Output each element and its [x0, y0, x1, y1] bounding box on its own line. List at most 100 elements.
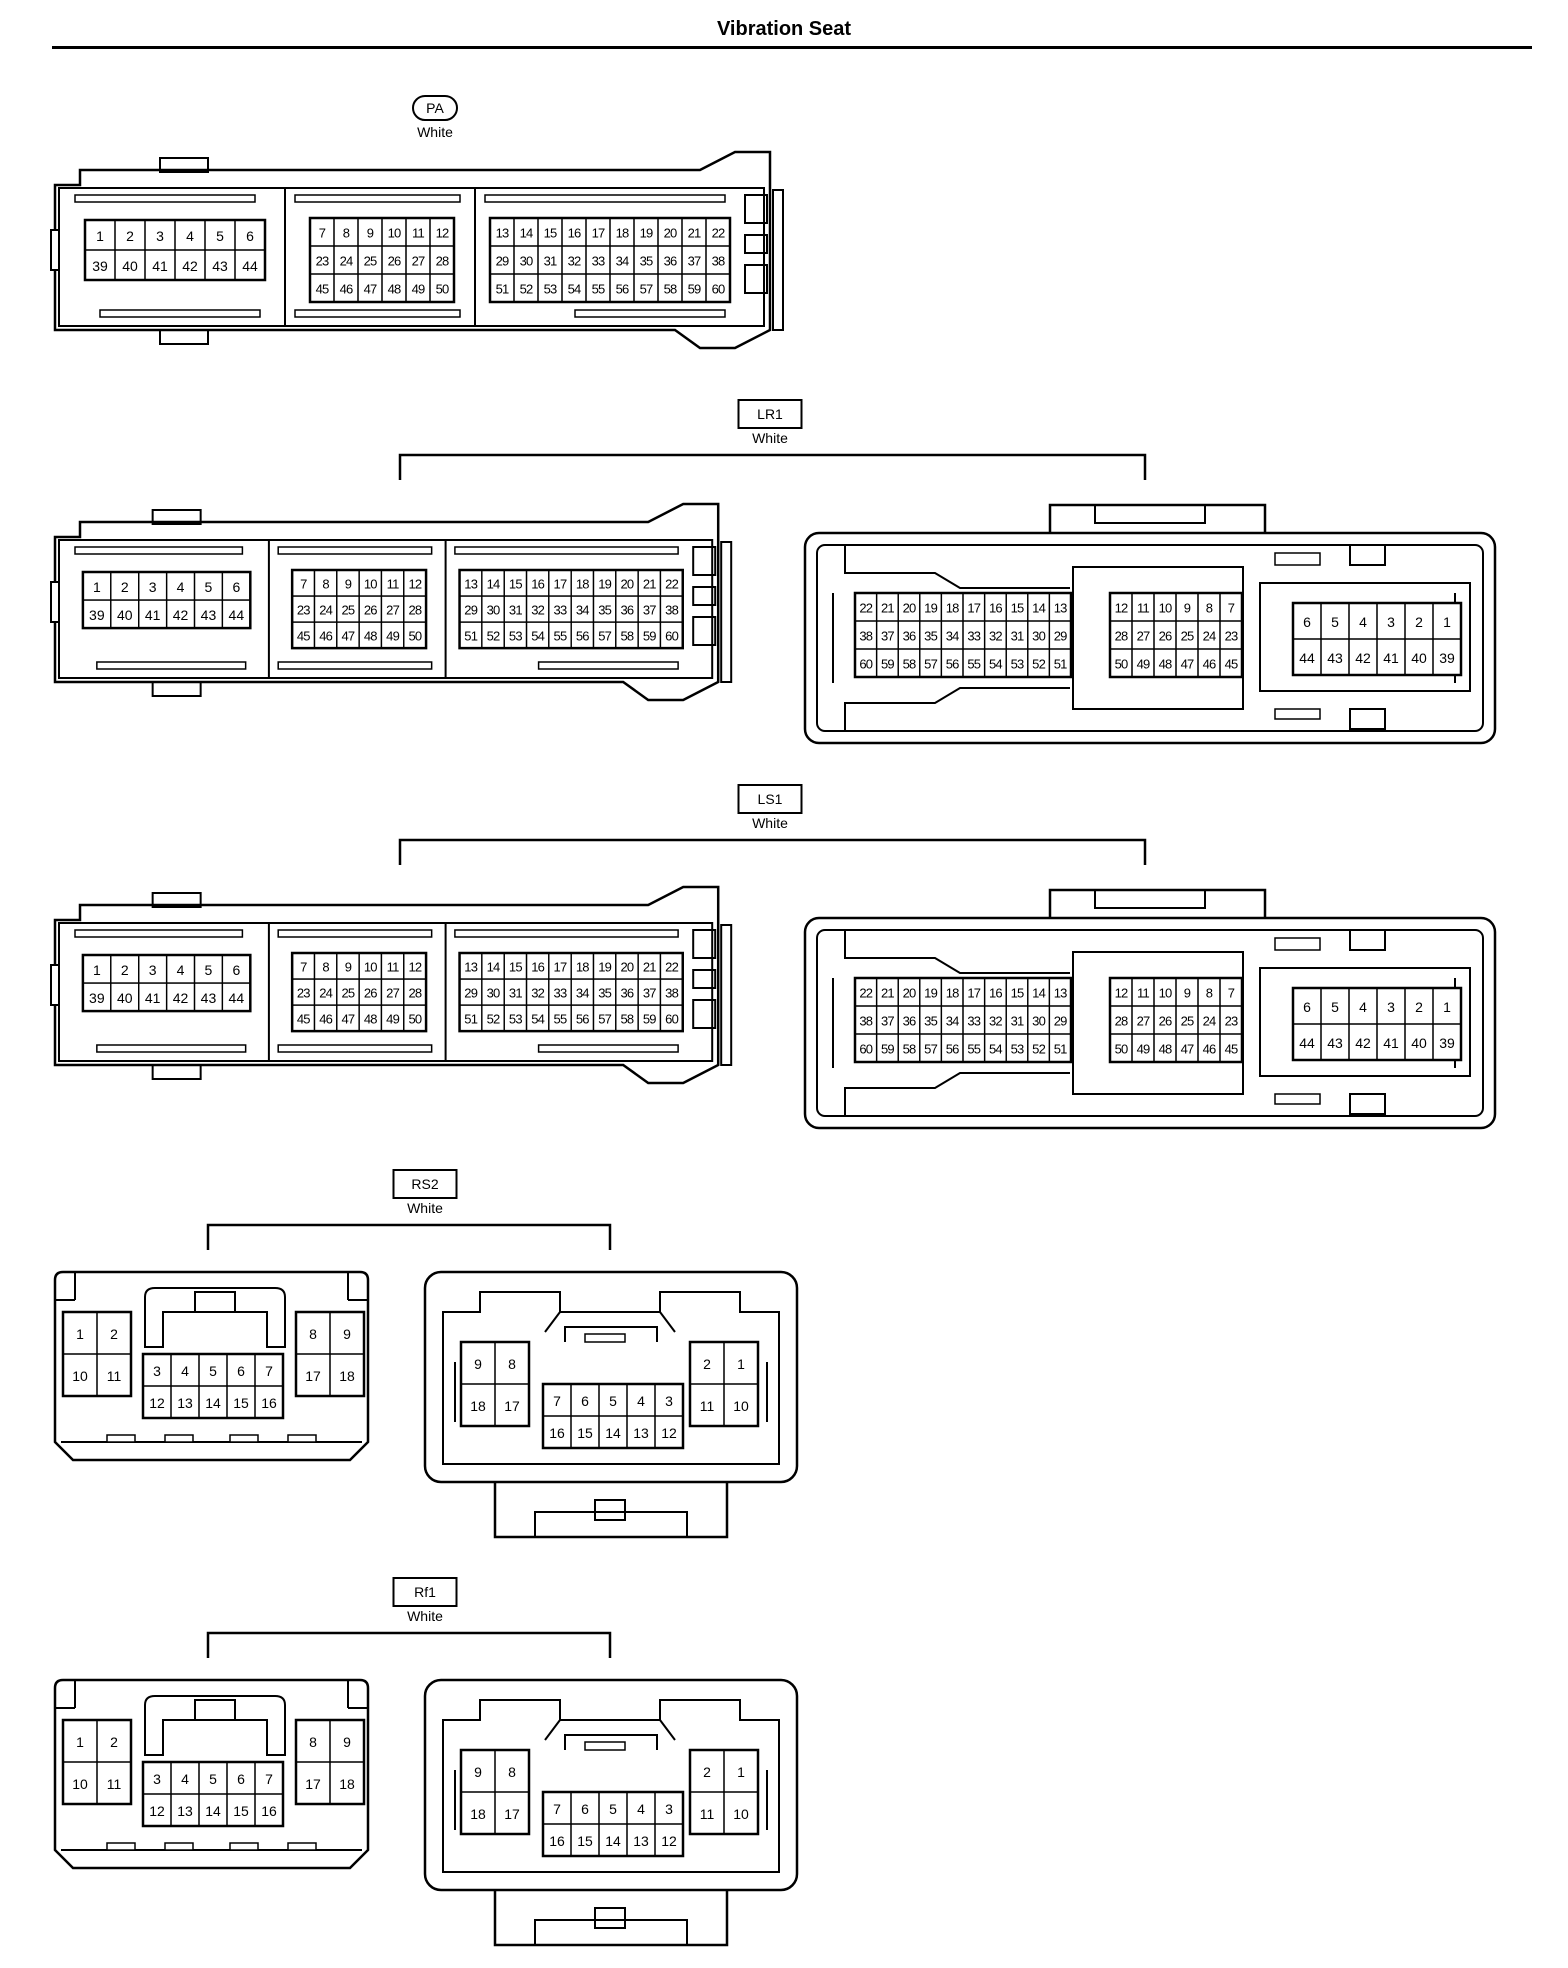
title-rule	[52, 46, 1532, 49]
pin-number: 10	[72, 1776, 88, 1792]
pin-number: 12	[408, 577, 421, 592]
housing-outer	[423, 1270, 799, 1484]
housing-part	[277, 546, 433, 555]
connector-color: White	[752, 815, 788, 831]
connector-code: LR1	[757, 406, 783, 422]
pin-number: 55	[967, 1042, 980, 1057]
pin-number: 4	[177, 579, 185, 595]
pin-number: 12	[436, 226, 449, 241]
housing-part	[1349, 544, 1386, 566]
pin-number: 3	[153, 1771, 161, 1787]
pin-number: 55	[554, 629, 567, 644]
pin-number: 24	[319, 986, 332, 1001]
pin-number: 26	[1159, 629, 1172, 644]
pin-number: 54	[989, 657, 1002, 672]
housing-part	[229, 1434, 259, 1443]
pin-number: 20	[664, 226, 677, 241]
page-title: Vibration Seat	[716, 18, 852, 40]
pin-number: 58	[664, 282, 677, 297]
pin-number: 11	[107, 1776, 122, 1792]
pin-number: 46	[1203, 657, 1216, 672]
pin-number: 57	[640, 282, 653, 297]
pin-number: 32	[989, 1014, 1002, 1029]
housing-outline	[493, 1890, 729, 1947]
pin-number: 37	[643, 603, 656, 618]
pin-number: 28	[408, 986, 421, 1001]
pin-number: 30	[1032, 629, 1045, 644]
housing-outline	[1048, 503, 1267, 533]
pin-number: 8	[1206, 601, 1213, 616]
pin-number: 3	[156, 228, 164, 244]
pin-number: 16	[989, 986, 1002, 1001]
housing-part	[537, 1044, 679, 1053]
pin-cell	[1048, 648, 1072, 678]
pin-number: 33	[554, 986, 567, 1001]
pin-number: 1	[93, 579, 101, 595]
housing-part	[1349, 708, 1386, 730]
pin-number: 22	[665, 960, 678, 975]
pin-number: 6	[581, 1393, 589, 1409]
pin-number: 31	[1011, 629, 1024, 644]
pin-cell	[429, 273, 455, 303]
housing-part	[1349, 929, 1386, 951]
pin-number: 46	[319, 1012, 332, 1027]
pin-number: 9	[343, 1734, 351, 1750]
pin-number: 2	[703, 1356, 711, 1372]
connector-code: LS1	[758, 791, 783, 807]
pin-number: 12	[1115, 601, 1128, 616]
pin-number: 6	[1303, 999, 1311, 1015]
pin-number: 13	[496, 226, 509, 241]
pin-number: 10	[364, 577, 377, 592]
pin-number: 22	[665, 577, 678, 592]
pin-number: 18	[339, 1368, 355, 1384]
pin-cell	[1048, 1033, 1072, 1063]
pin-number: 45	[1225, 657, 1238, 672]
pin-number: 5	[209, 1771, 217, 1787]
pin-number: 13	[177, 1395, 193, 1411]
pin-number: 44	[229, 990, 245, 1006]
pin-number: 29	[464, 986, 477, 1001]
pin-number: 8	[322, 577, 329, 592]
pin-number: 20	[621, 577, 634, 592]
pin-number: 40	[117, 990, 133, 1006]
pin-number: 53	[509, 1012, 522, 1027]
housing-part	[1274, 708, 1321, 720]
housing-outline	[144, 1287, 286, 1348]
housing-part	[229, 1842, 259, 1851]
housing-outline	[206, 1223, 612, 1250]
housing-inner	[816, 544, 1484, 732]
pin-number: 17	[967, 601, 980, 616]
pin-number: 50	[436, 282, 449, 297]
pin-number: 14	[605, 1425, 621, 1441]
label-frame	[412, 95, 458, 121]
pin-number: 5	[1331, 999, 1339, 1015]
housing-part	[1259, 582, 1471, 692]
housing-part	[454, 546, 679, 555]
pin-number: 2	[1415, 999, 1423, 1015]
pin-number: 10	[1159, 601, 1172, 616]
housing-outline	[442, 1291, 780, 1465]
pin-number: 47	[342, 1012, 355, 1027]
pin-number: 17	[554, 960, 567, 975]
pin-number: 12	[149, 1395, 165, 1411]
pin-number: 5	[205, 579, 213, 595]
pin-number: 9	[345, 960, 352, 975]
pin-number: 29	[496, 254, 509, 269]
pin-number: 24	[340, 254, 353, 269]
pin-number: 56	[616, 282, 629, 297]
pin-number: 14	[487, 960, 500, 975]
pin-number: 31	[1011, 1014, 1024, 1029]
pin-number: 17	[592, 226, 605, 241]
housing-part	[692, 929, 717, 959]
pin-number: 28	[1115, 1014, 1128, 1029]
pin-number: 26	[364, 986, 377, 1001]
housing-part	[744, 234, 768, 254]
